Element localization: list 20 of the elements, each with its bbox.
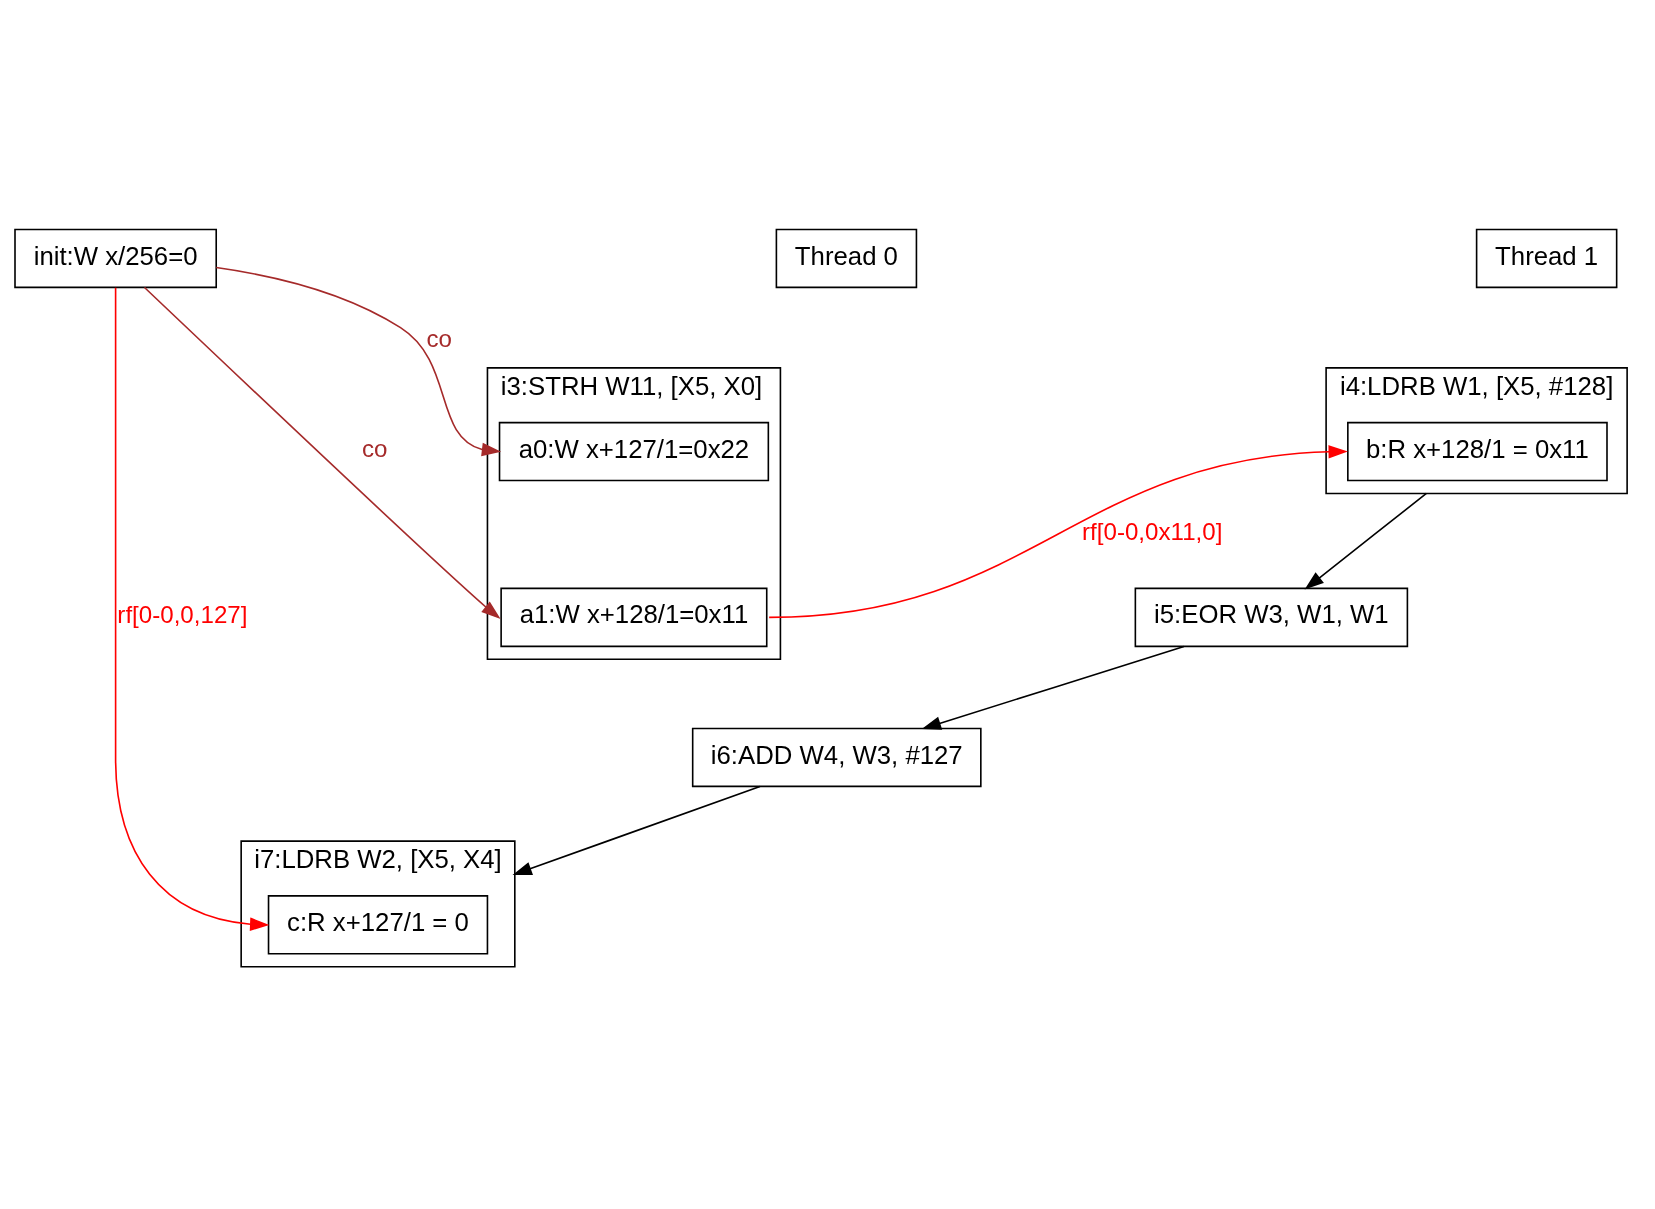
node-box: a0:W x+127/1=0x22 [498, 421, 770, 482]
edge-label: co [362, 435, 388, 463]
arrow [143, 286, 501, 619]
edge-label: rf[0-0,0x11,0] [1082, 518, 1223, 546]
arrow [114, 286, 270, 931]
edge-label: co [426, 324, 452, 352]
node-box: init:W x/256=0 [14, 228, 217, 289]
arrow [512, 785, 761, 876]
arrow [921, 645, 1185, 730]
node-box: Thread 0 [775, 228, 918, 289]
arrow [215, 266, 502, 457]
edge-label: rf[0-0,0,127] [117, 601, 248, 629]
arrow [1304, 492, 1428, 590]
node-box: b:R x+128/1 = 0x11 [1347, 421, 1608, 482]
arrow [768, 445, 1348, 619]
node-box: i5:EOR W3, W1, W1 [1134, 587, 1409, 648]
node-box: a1:W x+128/1=0x11 [500, 587, 768, 648]
node-box: Thread 1 [1475, 228, 1618, 289]
node-box: c:R x+127/1 = 0 [267, 895, 489, 955]
node-box: i6:ADD W4, W3, #127 [691, 727, 982, 788]
